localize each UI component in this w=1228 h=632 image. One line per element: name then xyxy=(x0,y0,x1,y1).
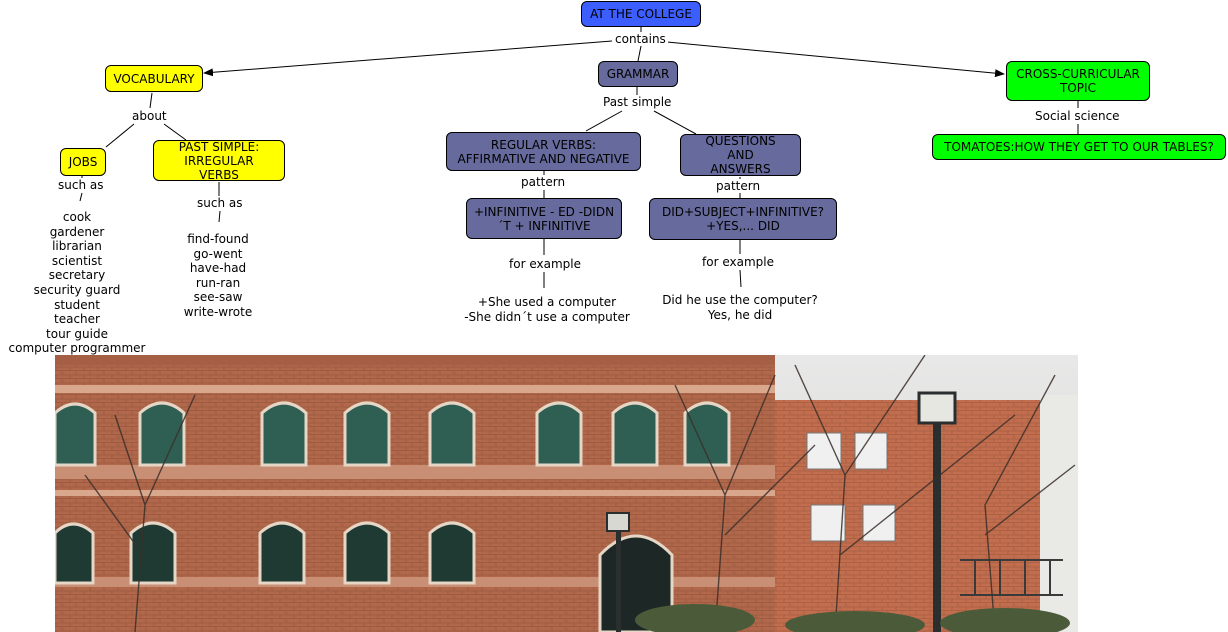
node-grammar[interactable]: GRAMMAR xyxy=(598,61,678,87)
link-questions-pattern[interactable]: pattern xyxy=(714,179,763,193)
node-questions-pattern[interactable]: DID+SUBJECT+INFINITIVE? +YES,... DID xyxy=(649,198,837,240)
jobs-list[interactable]: cook gardener librarian scientist secret… xyxy=(2,210,152,356)
list-item: +She used a computer xyxy=(477,295,617,309)
node-regular-pattern[interactable]: +INFINITIVE - ED -DIDN´T + INFINITIVE xyxy=(466,198,622,239)
link-questions-for-example[interactable]: for example xyxy=(700,255,776,269)
list-item: -She didn´t use a computer xyxy=(464,309,630,324)
node-past-simple-irregular-verbs[interactable]: PAST SIMPLE: IRREGULAR VERBS xyxy=(153,140,285,182)
node-regular-verbs[interactable]: REGULAR VERBS: AFFIRMATIVE AND NEGATIVE xyxy=(446,132,641,171)
link-regular-for-example[interactable]: for example xyxy=(507,257,583,271)
link-regular-pattern[interactable]: pattern xyxy=(519,175,568,189)
question-examples[interactable]: Did he use the computer? Yes, he did xyxy=(650,293,830,322)
node-at-the-college[interactable]: AT THE COLLEGE xyxy=(581,1,701,27)
list-item: Did he use the computer? xyxy=(662,293,818,307)
list-item: scientist xyxy=(51,253,103,268)
list-item: have-had xyxy=(189,261,247,276)
link-contains[interactable]: contains xyxy=(613,32,668,46)
list-item: see-saw xyxy=(193,290,243,305)
node-cross-curricular-topic[interactable]: CROSS-CURRICULAR TOPIC xyxy=(1006,61,1150,101)
node-tomatoes[interactable]: TOMATOES:HOW THEY GET TO OUR TABLES? xyxy=(932,134,1226,160)
list-item: student xyxy=(54,297,100,312)
list-item: security guard xyxy=(33,282,121,297)
list-item: secretary xyxy=(48,268,106,283)
link-social-science[interactable]: Social science xyxy=(1033,109,1122,123)
list-item: find-found xyxy=(187,232,249,246)
regular-examples[interactable]: +She used a computer -She didn´t use a c… xyxy=(454,295,640,324)
list-item: tour guide xyxy=(46,326,108,341)
list-item: write-wrote xyxy=(183,304,253,319)
college-building-photo xyxy=(55,355,1078,632)
list-item: gardener xyxy=(49,224,105,239)
list-item: Yes, he did xyxy=(707,307,773,322)
node-jobs[interactable]: JOBS xyxy=(60,148,106,176)
list-item: go-went xyxy=(193,246,243,261)
link-irregular-such-as[interactable]: such as xyxy=(195,196,245,210)
list-item: teacher xyxy=(54,312,100,327)
list-item: run-ran xyxy=(195,275,241,290)
link-jobs-such-as[interactable]: such as xyxy=(56,178,106,192)
link-past-simple[interactable]: Past simple xyxy=(601,95,674,109)
node-questions-and-answers[interactable]: QUESTIONS AND ANSWERS xyxy=(680,134,801,176)
list-item: librarian xyxy=(52,239,102,254)
list-item: computer programmer xyxy=(8,341,146,356)
node-vocabulary[interactable]: VOCABULARY xyxy=(105,65,203,92)
link-about[interactable]: about xyxy=(130,109,169,123)
irregular-verbs-list[interactable]: find-found go-went have-had run-ran see-… xyxy=(168,232,268,320)
list-item: cook xyxy=(62,210,92,224)
